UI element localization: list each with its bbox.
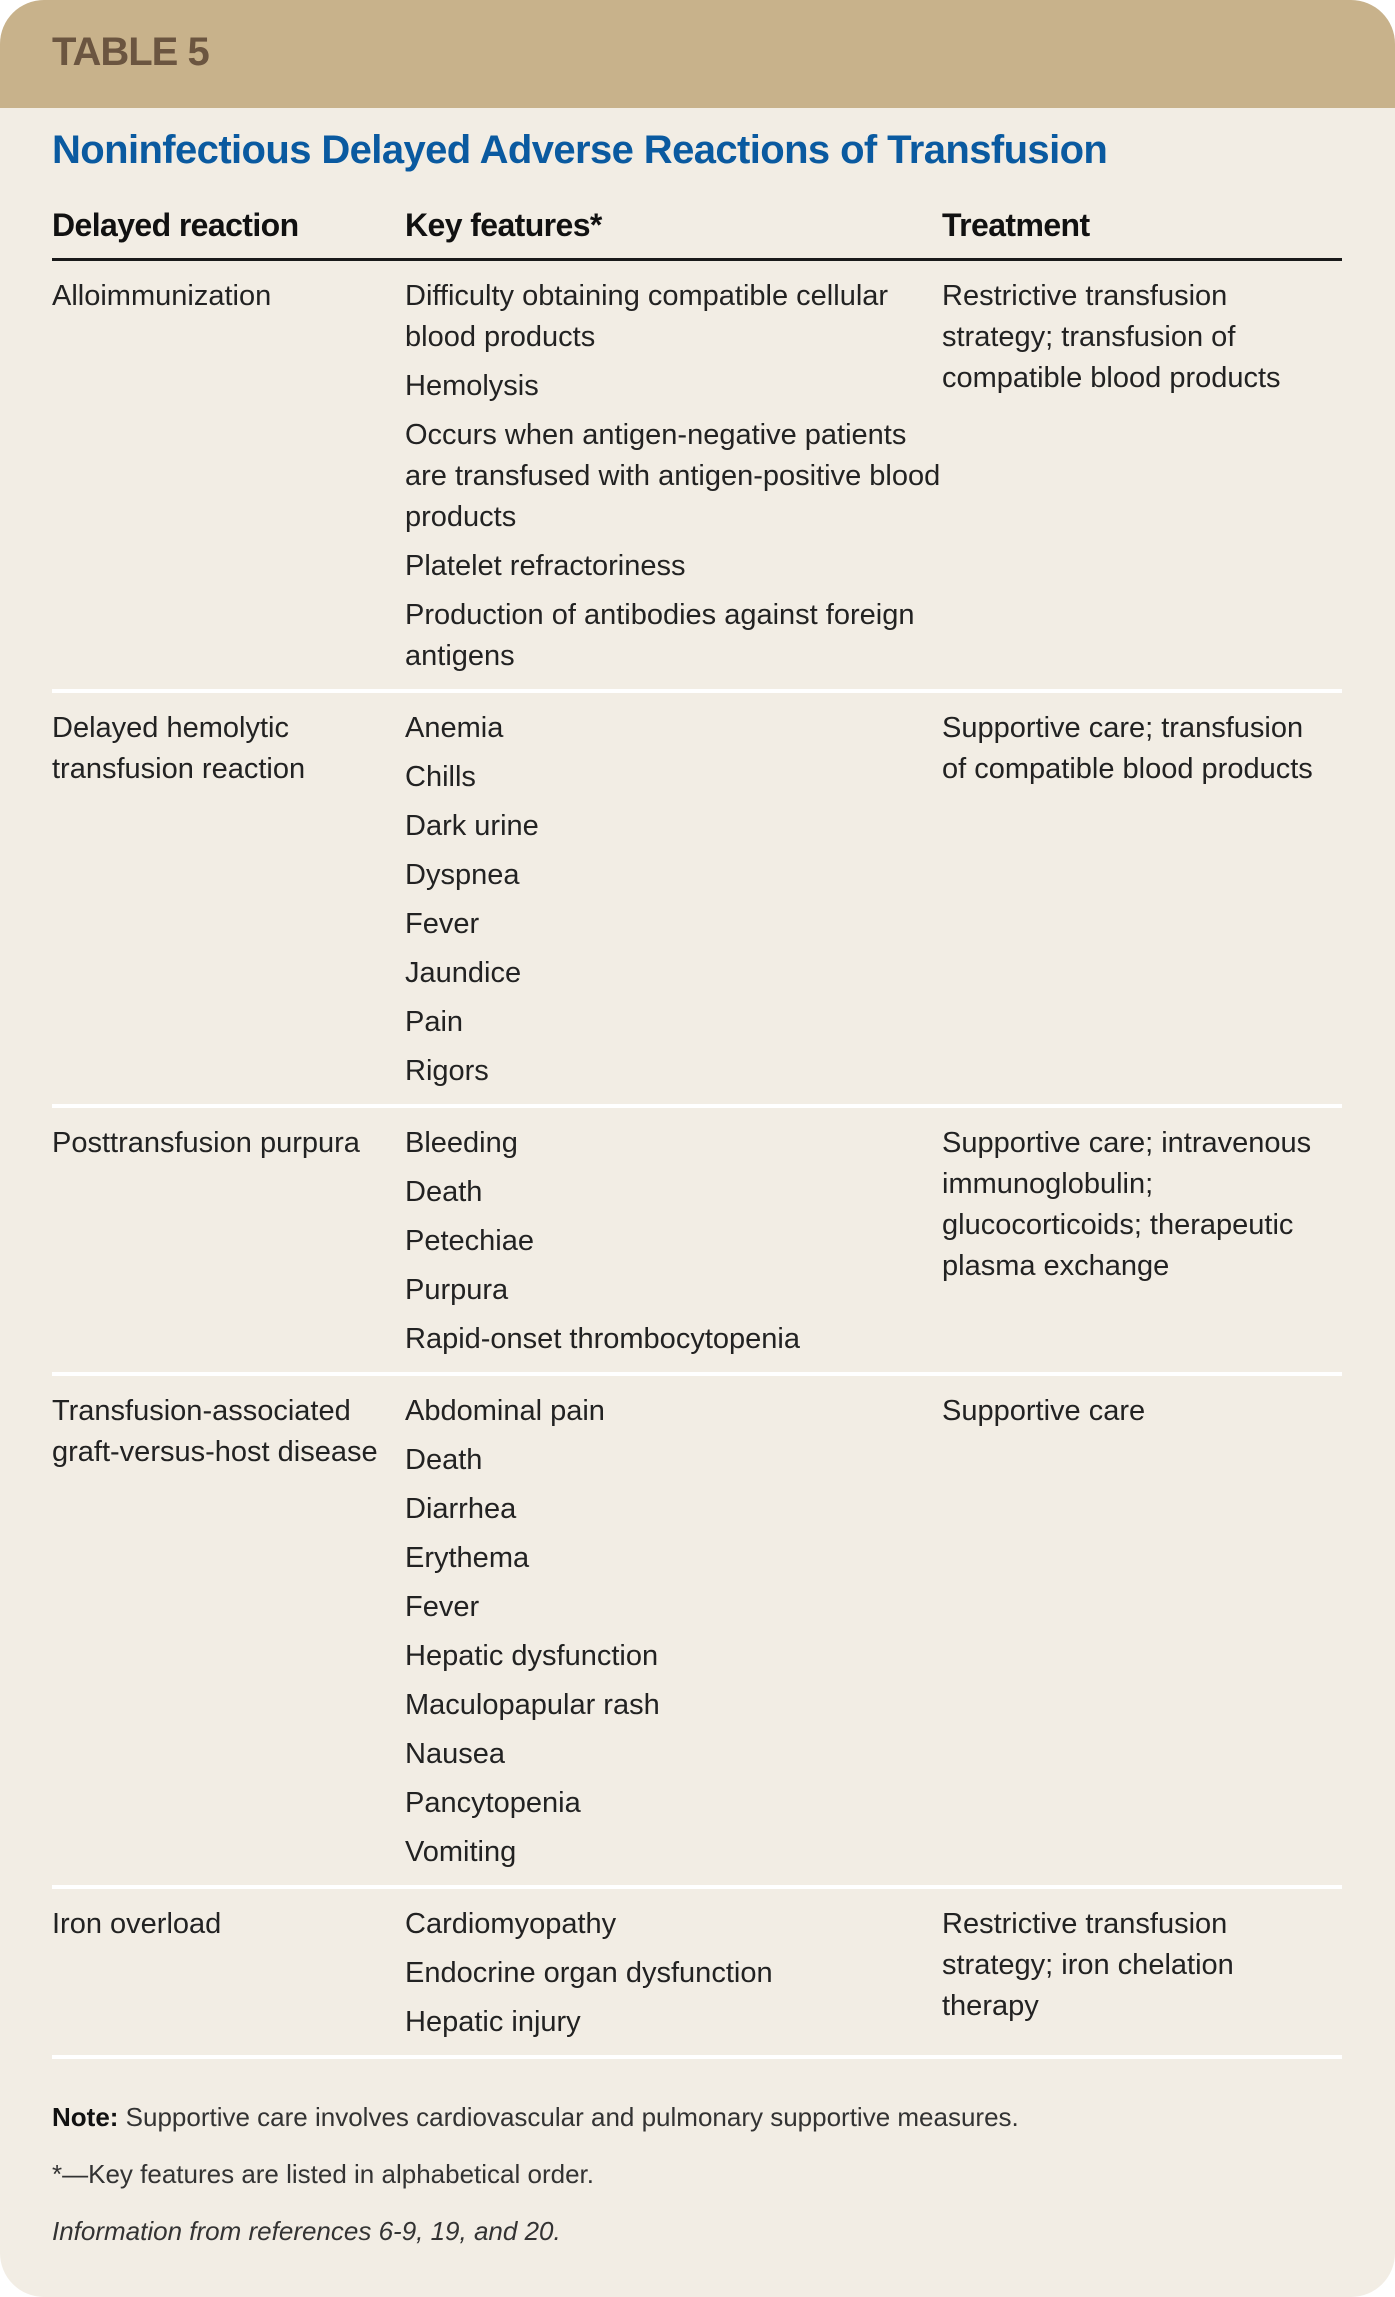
note-label: Note: xyxy=(52,2102,119,2132)
feature-item: Fever xyxy=(405,1591,480,1623)
feature-item: Erythema xyxy=(405,1542,530,1574)
feature-item: Rigors xyxy=(405,1055,489,1087)
feature-item: Production of antibodies against foreign… xyxy=(405,599,915,672)
feature-item: Nausea xyxy=(405,1738,505,1770)
table-notes: Note: Supportive care involves cardiovas… xyxy=(52,2102,1019,2273)
feature-item: Petechiae xyxy=(405,1225,534,1257)
header-row: Delayed reaction Key features* Treatment xyxy=(52,198,1342,261)
table-title: Noninfectious Delayed Adverse Reactions … xyxy=(52,128,1108,172)
reaction-cell: Transfusion-associated graft-versus-host… xyxy=(52,1374,405,1889)
table-row: Transfusion-associated graft-versus-host… xyxy=(52,1374,1342,1889)
header-treatment: Treatment xyxy=(942,198,1342,261)
feature-item: Difficulty obtaining compatible cellular… xyxy=(405,280,889,353)
features-cell: Difficulty obtaining compatible cellular… xyxy=(405,259,942,693)
feature-item: Diarrhea xyxy=(405,1493,517,1525)
treatment-cell: Supportive care; transfusion of compatib… xyxy=(942,691,1342,1108)
feature-item: Hemolysis xyxy=(405,370,539,402)
treatment-cell: Restrictive transfusion strategy; transf… xyxy=(942,259,1342,693)
note: Note: Supportive care involves cardiovas… xyxy=(52,2102,1019,2133)
feature-item: Vomiting xyxy=(405,1836,517,1868)
feature-item: Dark urine xyxy=(405,810,539,842)
feature-item: Occurs when antigen-negative patients ar… xyxy=(405,419,941,533)
feature-item: Bleeding xyxy=(405,1127,518,1159)
header-key-features: Key features* xyxy=(405,198,942,261)
reaction-cell: Iron overload xyxy=(52,1887,405,2059)
table-label-band: TABLE 5 xyxy=(0,0,1395,108)
reaction-cell: Posttransfusion purpura xyxy=(52,1106,405,1376)
note-text: Supportive care involves cardiovascular … xyxy=(118,2102,1019,2132)
feature-item: Anemia xyxy=(405,712,504,744)
feature-item: Cardiomyopathy xyxy=(405,1908,617,1940)
feature-item: Hepatic dysfunction xyxy=(405,1640,659,1672)
treatment-cell: Supportive care; intravenous immunoglobu… xyxy=(942,1106,1342,1376)
reactions-table: Delayed reaction Key features* Treatment… xyxy=(52,198,1342,2059)
feature-item: Death xyxy=(405,1444,483,1476)
feature-item: Pain xyxy=(405,1006,464,1038)
feature-item: Dyspnea xyxy=(405,859,520,891)
feature-item: Endocrine organ dysfunction xyxy=(405,1957,773,1989)
reaction-cell: Delayed hemolytic transfusion reaction xyxy=(52,691,405,1108)
feature-item: Maculopapular rash xyxy=(405,1689,660,1721)
feature-item: Pancytopenia xyxy=(405,1787,581,1819)
reaction-cell: Alloimmunization xyxy=(52,259,405,693)
treatment-cell: Restrictive transfusion strategy; iron c… xyxy=(942,1887,1342,2059)
feature-item: Platelet refractoriness xyxy=(405,550,686,582)
feature-item: Chills xyxy=(405,761,476,793)
feature-item: Rapid-onset thrombocytopenia xyxy=(405,1323,800,1355)
feature-item: Abdominal pain xyxy=(405,1395,605,1427)
source-citation: Information from references 6-9, 19, and… xyxy=(52,2216,561,2246)
feature-item: Purpura xyxy=(405,1274,509,1306)
feature-item: Jaundice xyxy=(405,957,522,989)
feature-item: Hepatic injury xyxy=(405,2006,581,2038)
footnote: *—Key features are listed in alphabetica… xyxy=(52,2159,594,2189)
feature-item: Death xyxy=(405,1176,483,1208)
header-delayed-reaction: Delayed reaction xyxy=(52,198,405,261)
treatment-cell: Supportive care xyxy=(942,1374,1342,1889)
feature-item: Fever xyxy=(405,908,480,940)
table-label: TABLE 5 xyxy=(52,30,210,74)
